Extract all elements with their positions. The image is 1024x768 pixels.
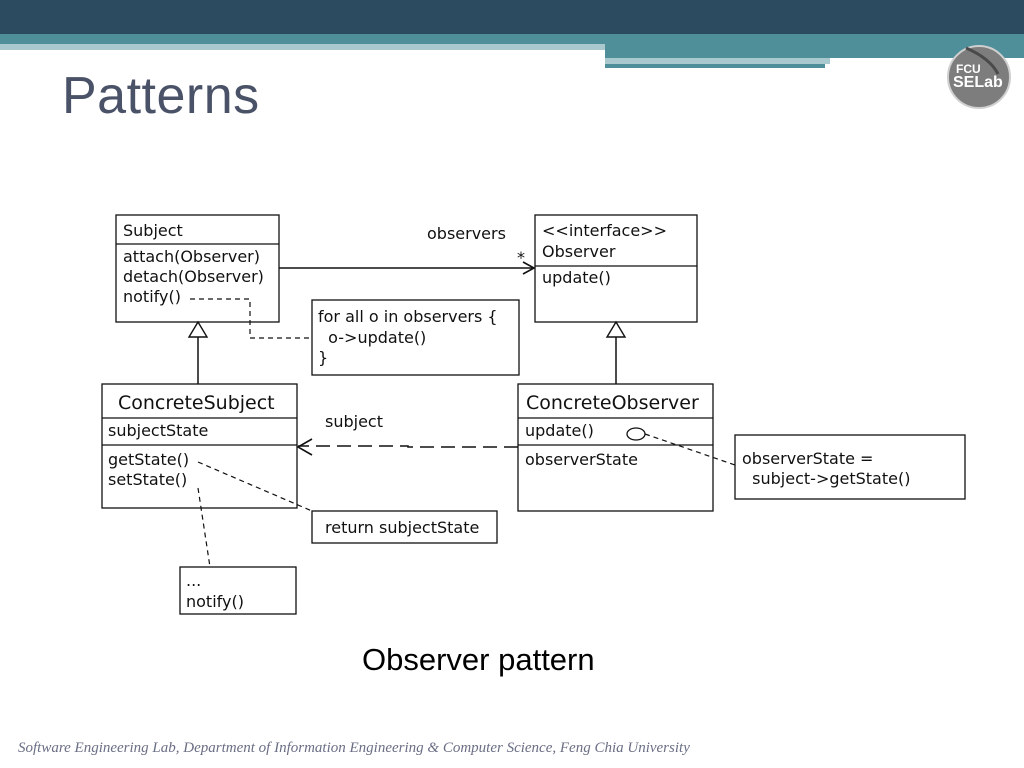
logo-line2: SELab [953,74,1003,91]
note-getstate-impl: return subjectState [311,510,498,544]
observers-role-label: observers [427,224,506,243]
concrete-observer-class: ConcreteObserver update() observerState [517,383,714,512]
logo-line1: FCU [956,62,981,76]
concrete-observer-attr-state: observerState [525,450,638,469]
setstate-note-connector [197,487,211,568]
note-update-line1: observerState = [742,449,873,468]
logo-emblem-icon [947,45,1011,109]
update-note-anchor [626,427,646,441]
concrete-subject-class: ConcreteSubject subjectState getState() … [101,383,298,509]
concrete-subject-method-getstate: getState() [108,450,189,469]
subject-generalization-triangle [187,320,209,338]
header-band [0,0,1024,68]
slide-title: Patterns [62,67,260,125]
update-note-connector [644,433,736,466]
subject-association-line [298,445,518,448]
subject-class: Subject attach(Observer) detach(Observer… [115,214,280,323]
subject-method-notify: notify() [123,287,181,306]
observer-interface-name: Observer [542,242,616,261]
fcu-selab-logo: FCU SELab [946,44,1012,110]
concrete-subject-method-setstate: setState() [108,470,187,489]
note-notify-line3: } [318,348,328,367]
subject-class-name: Subject [123,221,183,240]
note-notify-line2: o->update() [318,328,426,347]
observer-uml-diagram: Subject attach(Observer) detach(Observer… [101,214,966,615]
note-setstate-impl: ... notify() [179,566,297,615]
notify-note-connector [190,298,312,339]
note-notify-impl: for all o in observers { o->update() } [311,299,520,376]
subject-method-detach: detach(Observer) [123,267,264,286]
concrete-subject-name: ConcreteSubject [118,392,275,414]
note-setstate-line2: notify() [186,592,244,611]
subject-role-label: subject [325,412,383,431]
note-setstate-line1: ... [186,571,201,590]
observer-method-update: update() [542,268,611,287]
concrete-observer-name: ConcreteObserver [526,392,699,414]
getstate-note-connector [197,461,313,512]
note-update-impl: observerState = subject->getState() [734,434,966,500]
observer-generalization-triangle [605,320,627,338]
observers-multiplicity: * [517,248,525,267]
subject-method-attach: attach(Observer) [123,247,260,266]
subject-association-arrowhead [296,438,313,456]
concrete-subject-attr-state: subjectState [108,421,208,440]
note-getstate-line1: return subjectState [325,518,479,537]
concrete-observer-method-update: update() [525,421,594,440]
note-notify-line1: for all o in observers { [318,307,498,326]
observer-interface: <<interface>> Observer update() [534,214,698,323]
diagram-caption: Observer pattern [362,642,595,677]
note-update-line2: subject->getState() [742,469,910,488]
slide-footer: Software Engineering Lab, Department of … [18,740,690,756]
observer-stereotype: <<interface>> [542,221,667,240]
